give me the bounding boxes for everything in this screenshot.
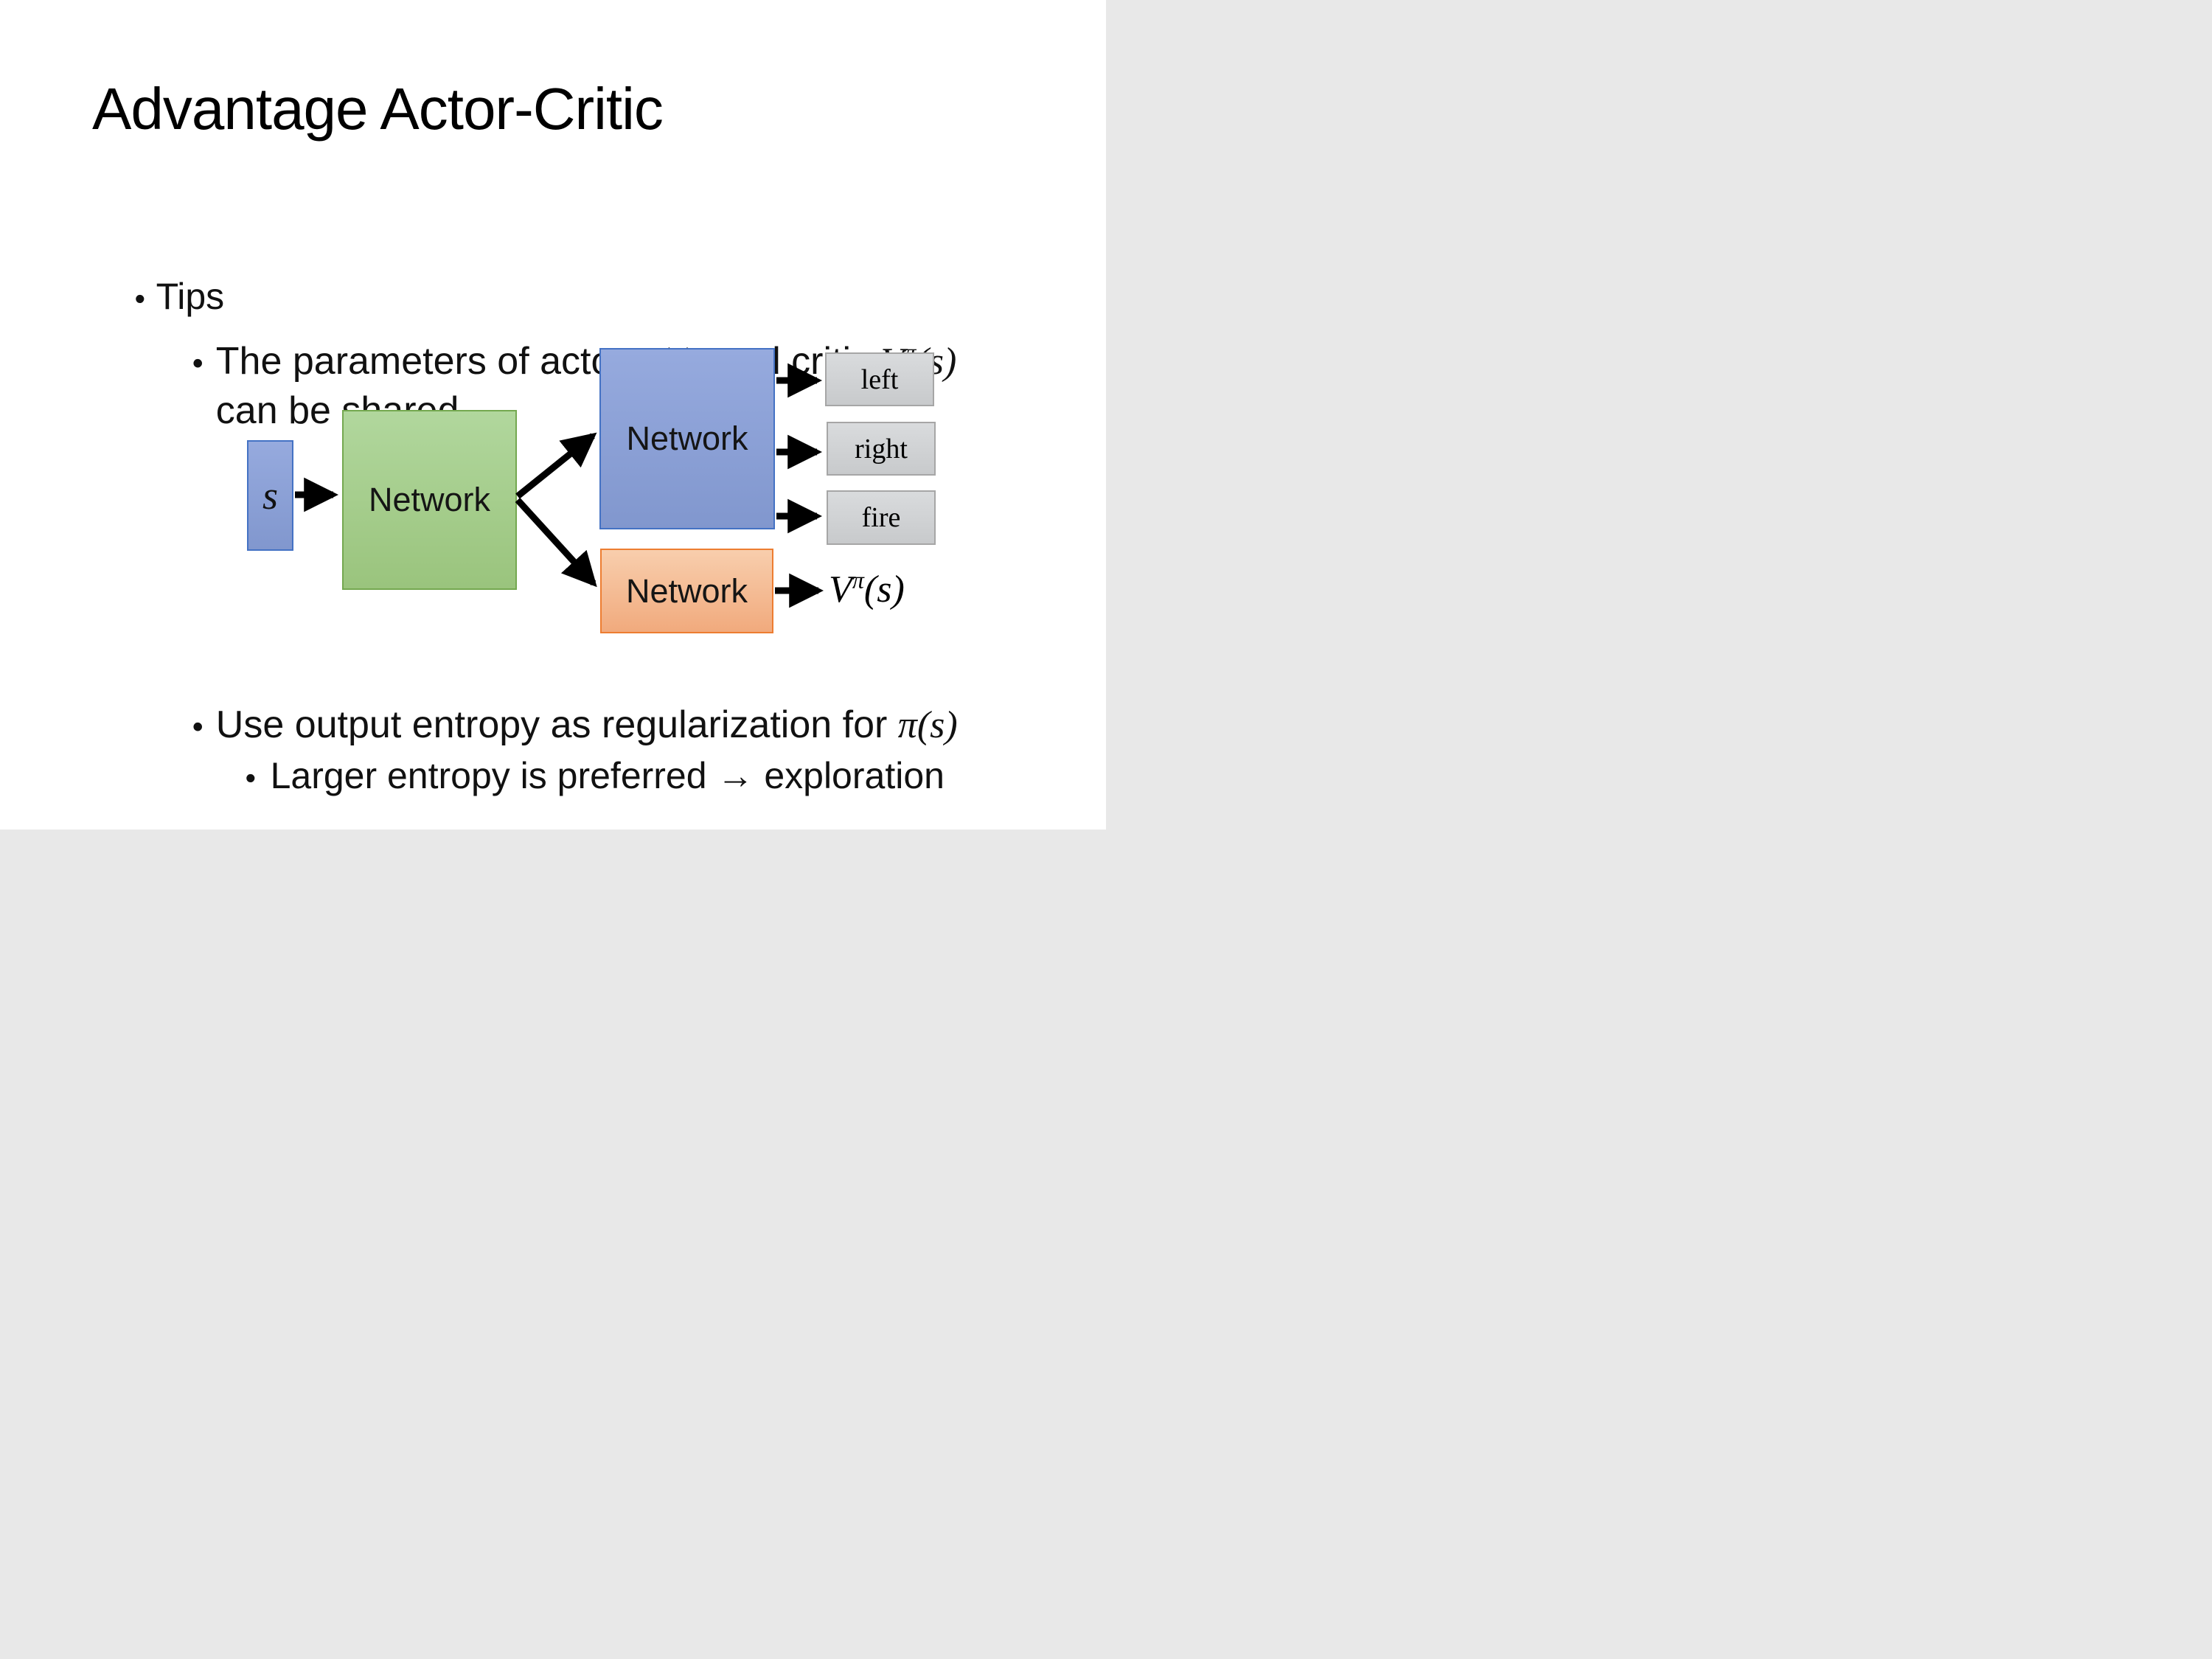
bullet-entropy-regularization: • Use output entropy as regularization fo… xyxy=(150,650,958,800)
critic-output-args: (s) xyxy=(863,568,905,611)
bullet-larger-entropy: • Larger entropy is preferred → explorati… xyxy=(204,704,945,830)
action-label-fire: fire xyxy=(861,502,901,533)
critic-output-base: V xyxy=(829,568,852,611)
action-label-left: left xyxy=(860,364,899,395)
bullet-tips: • Tips xyxy=(94,225,225,369)
action-label-right: right xyxy=(855,433,908,465)
bullet-dot: • xyxy=(245,761,256,795)
state-input-label: s xyxy=(262,473,278,518)
shared-network-box: Network xyxy=(342,410,517,590)
arrow-shared-to-critic xyxy=(515,497,597,588)
actor-network-label: Network xyxy=(626,420,748,457)
bullet-tips-label: Tips xyxy=(156,276,225,317)
critic-output-sup: π xyxy=(852,566,864,594)
slide-canvas: Advantage Actor-Critic • Tips • The parame… xyxy=(0,0,1106,830)
critic-network-label: Network xyxy=(625,571,748,610)
action-box-left: left xyxy=(825,352,934,406)
param-text-pre: The parameters of actor xyxy=(215,339,636,383)
bullet-dot: • xyxy=(134,282,145,316)
action-box-right: right xyxy=(827,422,936,476)
bullet-dot: • xyxy=(192,709,204,745)
shared-network-label: Network xyxy=(368,481,491,518)
critic-network-box: Network xyxy=(600,549,773,633)
page-title: Advantage Actor-Critic xyxy=(92,76,664,142)
state-input-box: s xyxy=(247,440,293,551)
entropy-text-pre: Use output entropy as regularization for xyxy=(215,703,898,746)
entropy-policy-math: π(s) xyxy=(897,703,958,746)
bullet-entropy-text: Use output entropy as regularization for… xyxy=(216,700,958,751)
critic-output-label: Vπ(s) xyxy=(829,568,905,612)
action-box-fire: fire xyxy=(827,490,936,545)
bullet-larger-entropy-text: Larger entropy is preferred → exploratio… xyxy=(270,755,945,796)
bullet-dot: • xyxy=(192,345,204,381)
actor-network-box: Network xyxy=(599,348,775,529)
